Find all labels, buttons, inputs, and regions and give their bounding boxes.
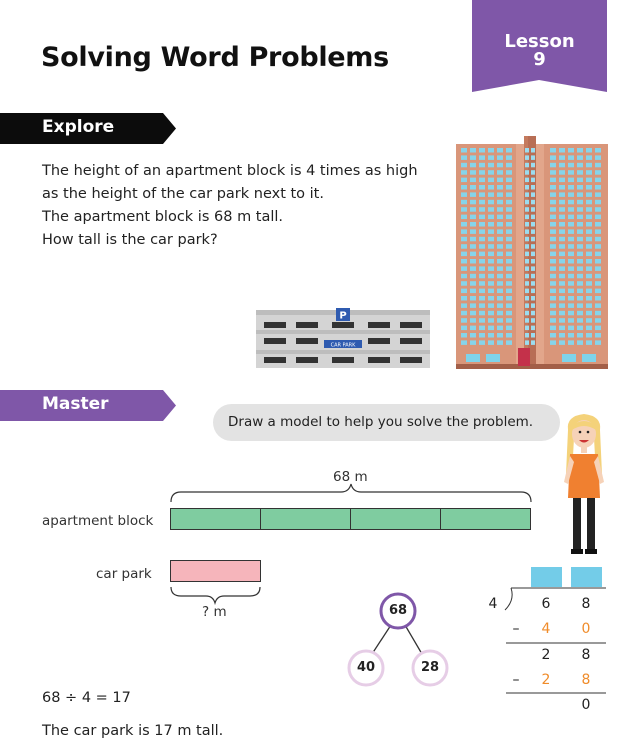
explore-heading: Explore xyxy=(42,117,115,137)
explore-line-4: How tall is the car park? xyxy=(42,232,218,248)
explore-problem: The height of an apartment block is 4 ti… xyxy=(42,160,418,252)
dividend-tens: 6 xyxy=(541,596,551,612)
carpark-bar xyxy=(170,560,261,582)
minus-sign: – xyxy=(512,672,520,688)
dividend-ones: 8 xyxy=(581,596,591,612)
final-remainder: 0 xyxy=(581,697,591,713)
master-heading: Master xyxy=(42,394,109,414)
divisor: 4 xyxy=(488,596,498,612)
answer-box-ones xyxy=(571,567,602,587)
lesson-number: 9 xyxy=(533,49,546,70)
girl-character-illustration xyxy=(564,414,604,554)
total-label: 68 m xyxy=(333,469,368,485)
speech-text: Draw a model to help you solve the probl… xyxy=(228,414,534,430)
step2-ones: 8 xyxy=(581,672,591,688)
bond-part-b: 28 xyxy=(420,660,440,675)
equation: 68 ÷ 4 = 17 xyxy=(42,690,131,706)
apartment-label: apartment block xyxy=(42,513,154,529)
minus-sign: – xyxy=(512,621,520,637)
speech-bubble xyxy=(213,404,560,441)
explore-line-3: The apartment block is 68 m tall. xyxy=(42,209,284,225)
step1-tens: 4 xyxy=(541,621,551,637)
explore-band xyxy=(0,113,176,144)
lesson-badge: Lesson 9 xyxy=(472,33,607,69)
lesson-tab xyxy=(472,0,607,92)
apartment-block-illustration xyxy=(456,136,608,369)
car-park-sign: P xyxy=(339,311,346,322)
answer-box-tens xyxy=(531,567,562,587)
master-band xyxy=(0,390,176,421)
explore-line-2: as the height of the car park next to it… xyxy=(42,186,324,202)
answer-sentence: The car park is 17 m tall. xyxy=(42,723,224,739)
remainder1-ones: 8 xyxy=(581,647,591,663)
lesson-label: Lesson xyxy=(504,31,575,52)
page-title: Solving Word Problems xyxy=(41,42,389,73)
carpark-label: car park xyxy=(96,566,152,582)
step2-tens: 2 xyxy=(541,672,551,688)
explore-line-1: The height of an apartment block is 4 ti… xyxy=(42,163,418,179)
bond-whole: 68 xyxy=(388,603,408,618)
unknown-label: ? m xyxy=(202,604,227,620)
apartment-bar-unit xyxy=(261,509,351,529)
car-park-illustration: P CAR PARK xyxy=(256,308,430,368)
apartment-bar-unit xyxy=(351,509,441,529)
bond-part-a: 40 xyxy=(356,660,376,675)
apartment-bar xyxy=(170,508,531,530)
car-park-banner: CAR PARK xyxy=(331,343,357,349)
apartment-bar-unit xyxy=(171,509,261,529)
remainder1-tens: 2 xyxy=(541,647,551,663)
step1-ones: 0 xyxy=(581,621,591,637)
